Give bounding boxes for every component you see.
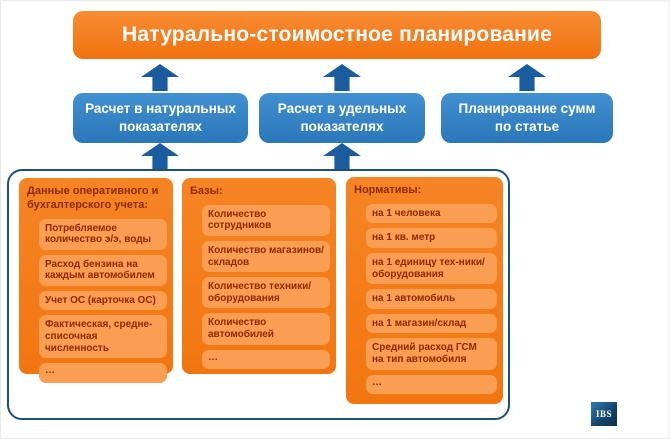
panel-item: Количество техники/оборудования (202, 277, 330, 309)
panel-item: Количество магазинов/складов (202, 240, 330, 273)
flow-box-label: Расчет в натуральных показателях (85, 101, 236, 134)
panel-item: Количество сотрудников (202, 204, 330, 236)
panel-item: Учет ОС (карточка ОС) (39, 290, 167, 311)
panel-item: … (366, 374, 497, 395)
up-arrow-icon (141, 143, 179, 170)
up-arrow-icon (323, 143, 361, 170)
panel-header: Данные оперативного и бухгалтерского уче… (27, 185, 159, 211)
panel-item: на 1 кв. метр (366, 228, 497, 248)
panel-item: Расход бензина на каждым автомобилем (39, 254, 167, 286)
flow-box-label: Планирование сумм по статье (458, 101, 596, 134)
panel-item: Фактическая, средне-списочная численност… (39, 315, 167, 359)
ibs-logo: IBS (591, 402, 617, 426)
flow-box-label: Расчет в удельных показателях (277, 101, 407, 134)
panel-item: на 1 человека (366, 203, 497, 224)
panel-items: на 1 человека на 1 кв. метр на 1 единицу т… (366, 203, 497, 395)
up-arrow-icon (141, 64, 179, 91)
panel-item: … (202, 349, 330, 370)
source-data-panel-0: Данные оперативного и бухгалтерского уче… (19, 178, 173, 383)
page-title: Натурально-стоимостное планирование (121, 23, 553, 46)
panel-item: на 1 магазин/склад (366, 313, 497, 334)
panel-item: Потребляемое количество э/э, воды (39, 218, 167, 250)
panel-item: Средний расход ГСМ на тип автомобиля (366, 338, 497, 370)
title-banner: Натурально-стоимостное планирование (73, 11, 601, 59)
panel-item: на 1 единицу тех-ники/оборудования (366, 252, 497, 285)
flow-box-2: Планирование сумм по статье (441, 93, 613, 143)
up-arrow-icon (508, 64, 546, 91)
panel-header: Базы: (190, 185, 223, 197)
flow-box-1: Расчет в удельных показателях (259, 93, 425, 143)
panel-item: Количество автомобилей (202, 313, 330, 345)
flow-box-0: Расчет в натуральных показателях (73, 93, 248, 143)
panel-item: на 1 автомобиль (366, 289, 497, 309)
panel-item: … (39, 363, 167, 383)
panel-header: Нормативы: (354, 184, 422, 196)
ibs-logo-text: IBS (595, 409, 612, 419)
up-arrow-icon (323, 64, 361, 91)
